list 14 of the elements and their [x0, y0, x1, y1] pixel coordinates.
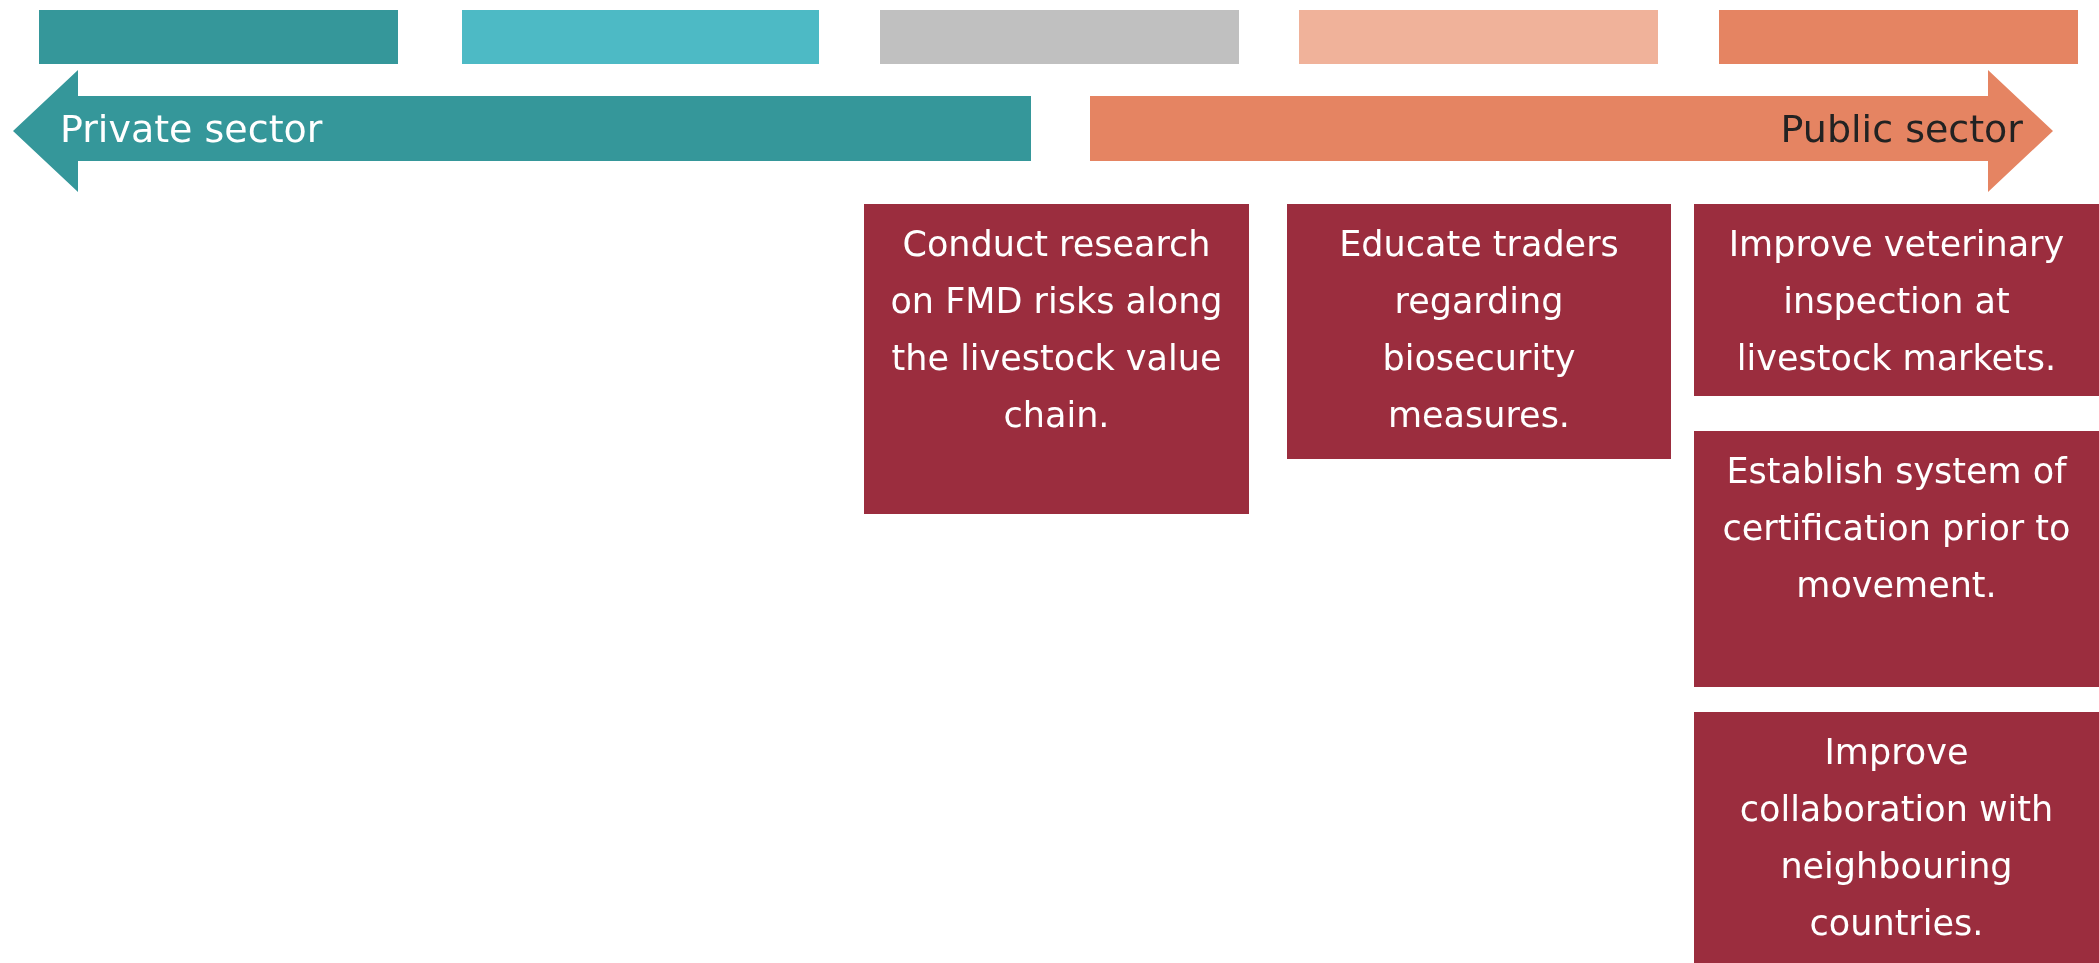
color-bar [1719, 10, 2078, 64]
color-bar [39, 10, 398, 64]
sector-label: Public sector [1780, 105, 2023, 153]
action-box: Improve collaboration with neighbouring countries. [1694, 712, 2099, 963]
color-bar [462, 10, 819, 64]
action-box: Establish system of certification prior to movement. [1694, 431, 2099, 687]
sector-label: Private sector [60, 105, 323, 153]
action-box: Improve veterinary inspection at livestock markets. [1694, 204, 2099, 396]
color-bar [1299, 10, 1658, 64]
action-box: Educate traders regarding biosecurity measures. [1287, 204, 1671, 459]
sector-arrow [13, 70, 1031, 192]
color-bar [880, 10, 1239, 64]
sector-arrow [1090, 70, 2053, 192]
action-box: Conduct research on FMD risks along the livestock value chain. [864, 204, 1249, 514]
